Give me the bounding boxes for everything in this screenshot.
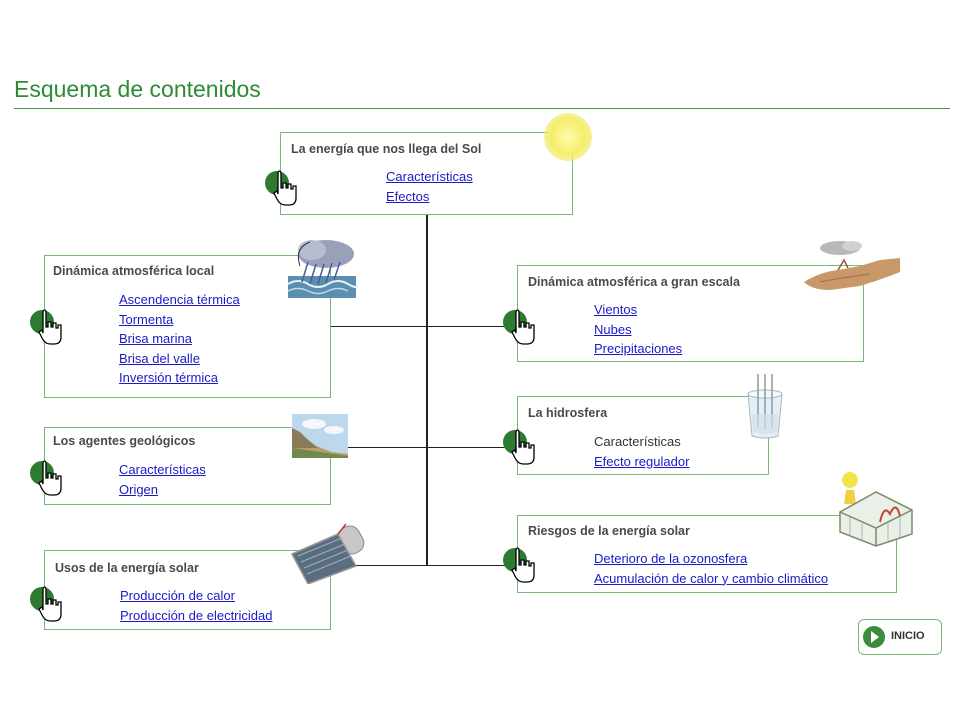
box-agentes-geologicos: Los agentes geológicos Características O… xyxy=(44,427,331,505)
inicio-button[interactable]: INICIO xyxy=(858,619,942,655)
link-geologicos-caracteristicas[interactable]: Características xyxy=(119,462,206,477)
box-heading: Dinámica atmosférica local xyxy=(53,264,215,278)
sun-icon xyxy=(544,113,592,161)
link-vientos[interactable]: Vientos xyxy=(594,302,638,317)
link-brisa-valle[interactable]: Brisa del valle xyxy=(119,350,200,366)
link-acumulacion-calor[interactable]: Acumulación de calor y cambio climático xyxy=(594,570,829,586)
wind-map-icon xyxy=(804,241,900,290)
connector-local xyxy=(330,326,517,327)
link-efecto-regulador[interactable]: Efecto regulador xyxy=(594,453,690,469)
connector-trunk xyxy=(426,213,428,566)
box-usos-energia-solar: Usos de la energía solar Producción de c… xyxy=(44,550,331,630)
box-heading: Los agentes geológicos xyxy=(53,434,196,448)
link-produccion-electricidad[interactable]: Producción de electricidad xyxy=(120,607,273,623)
link-nubes[interactable]: Nubes xyxy=(594,321,632,337)
greenhouse-icon xyxy=(839,472,913,547)
link-geologicos-origen[interactable]: Origen xyxy=(119,481,159,497)
pointer-hand-icon[interactable] xyxy=(28,584,64,624)
box-energia-sol: La energía que nos llega del Sol Caracte… xyxy=(280,132,573,215)
pointer-hand-icon[interactable] xyxy=(501,307,537,347)
solar-collector-icon xyxy=(290,523,365,584)
pointer-hand-icon[interactable] xyxy=(501,545,537,585)
connector-geologicos xyxy=(330,447,517,448)
box-heading: La hidrosfera xyxy=(528,406,608,420)
box-heading: Usos de la energía solar xyxy=(55,561,199,575)
link-deterioro-ozonosfera[interactable]: Deterioro de la ozonosfera xyxy=(594,551,748,566)
connector-usos xyxy=(330,565,517,566)
box-hidrosfera: La hidrosfera Características Efecto reg… xyxy=(517,396,769,475)
link-ascendencia-termica[interactable]: Ascendencia térmica xyxy=(119,292,240,307)
pointer-hand-icon[interactable] xyxy=(263,168,299,208)
pointer-hand-icon[interactable] xyxy=(28,307,64,347)
box-heading: Riesgos de la energía solar xyxy=(528,524,690,538)
box-riesgos-energia-solar: Riesgos de la energía solar Deterioro de… xyxy=(517,515,897,593)
box-heading: La energía que nos llega del Sol xyxy=(291,142,482,156)
title-divider xyxy=(14,108,950,109)
link-sol-caracteristicas[interactable]: Características xyxy=(386,169,473,184)
pointer-hand-icon[interactable] xyxy=(501,427,537,467)
pointer-hand-icon[interactable] xyxy=(28,458,64,498)
storm-cloud-icon xyxy=(287,240,358,298)
box-heading: Dinámica atmosférica a gran escala xyxy=(528,275,740,289)
link-precipitaciones[interactable]: Precipitaciones xyxy=(594,341,683,356)
landscape-icon xyxy=(292,414,348,458)
inicio-label: INICIO xyxy=(891,630,925,642)
link-produccion-calor[interactable]: Producción de calor xyxy=(120,588,235,603)
water-glass-icon xyxy=(747,374,783,439)
link-inversion-termica[interactable]: Inversión térmica xyxy=(119,370,218,385)
play-icon xyxy=(863,626,885,648)
hidrosfera-caracteristicas-text: Características xyxy=(594,434,681,449)
link-tormenta[interactable]: Tormenta xyxy=(119,311,174,327)
box-dinamica-local: Dinámica atmosférica local Ascendencia t… xyxy=(44,255,331,398)
link-sol-efectos[interactable]: Efectos xyxy=(386,188,430,204)
link-brisa-marina[interactable]: Brisa marina xyxy=(119,331,192,346)
page-title: Esquema de contenidos xyxy=(14,76,261,102)
